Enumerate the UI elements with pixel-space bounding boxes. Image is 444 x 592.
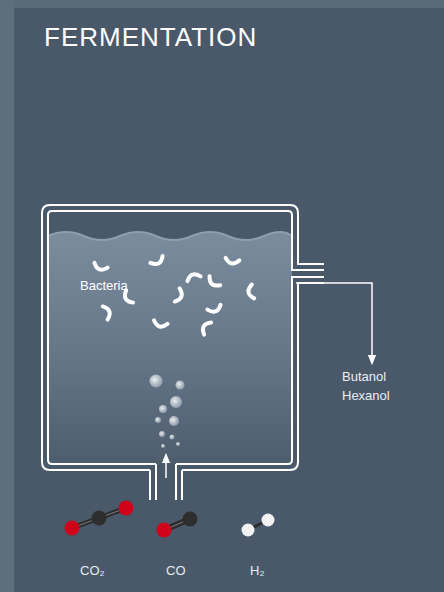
- molecule-label: CO₂: [80, 562, 105, 581]
- tank-outer-wall: [42, 205, 324, 470]
- liquid: [48, 232, 292, 464]
- outflow-arrow: [296, 283, 372, 360]
- node-label: Bacteria: [80, 278, 128, 293]
- molecule-label: CO: [166, 562, 186, 581]
- co2-molecule: [65, 501, 134, 536]
- tank-inner-wall: [48, 211, 324, 464]
- fermentation-tank: Bacteria: [48, 236, 292, 464]
- molecule-label: H₂: [250, 562, 264, 581]
- gas-bubbles: [150, 375, 185, 449]
- bacteria-cells: [93, 256, 254, 335]
- water-surface: [48, 232, 292, 240]
- co-molecule: [157, 512, 198, 538]
- h2-molecule: [242, 514, 275, 537]
- product-label: Butanol Hexanol: [342, 368, 390, 406]
- inflow-arrow: [165, 458, 167, 478]
- title: FERMENTATION: [44, 22, 257, 53]
